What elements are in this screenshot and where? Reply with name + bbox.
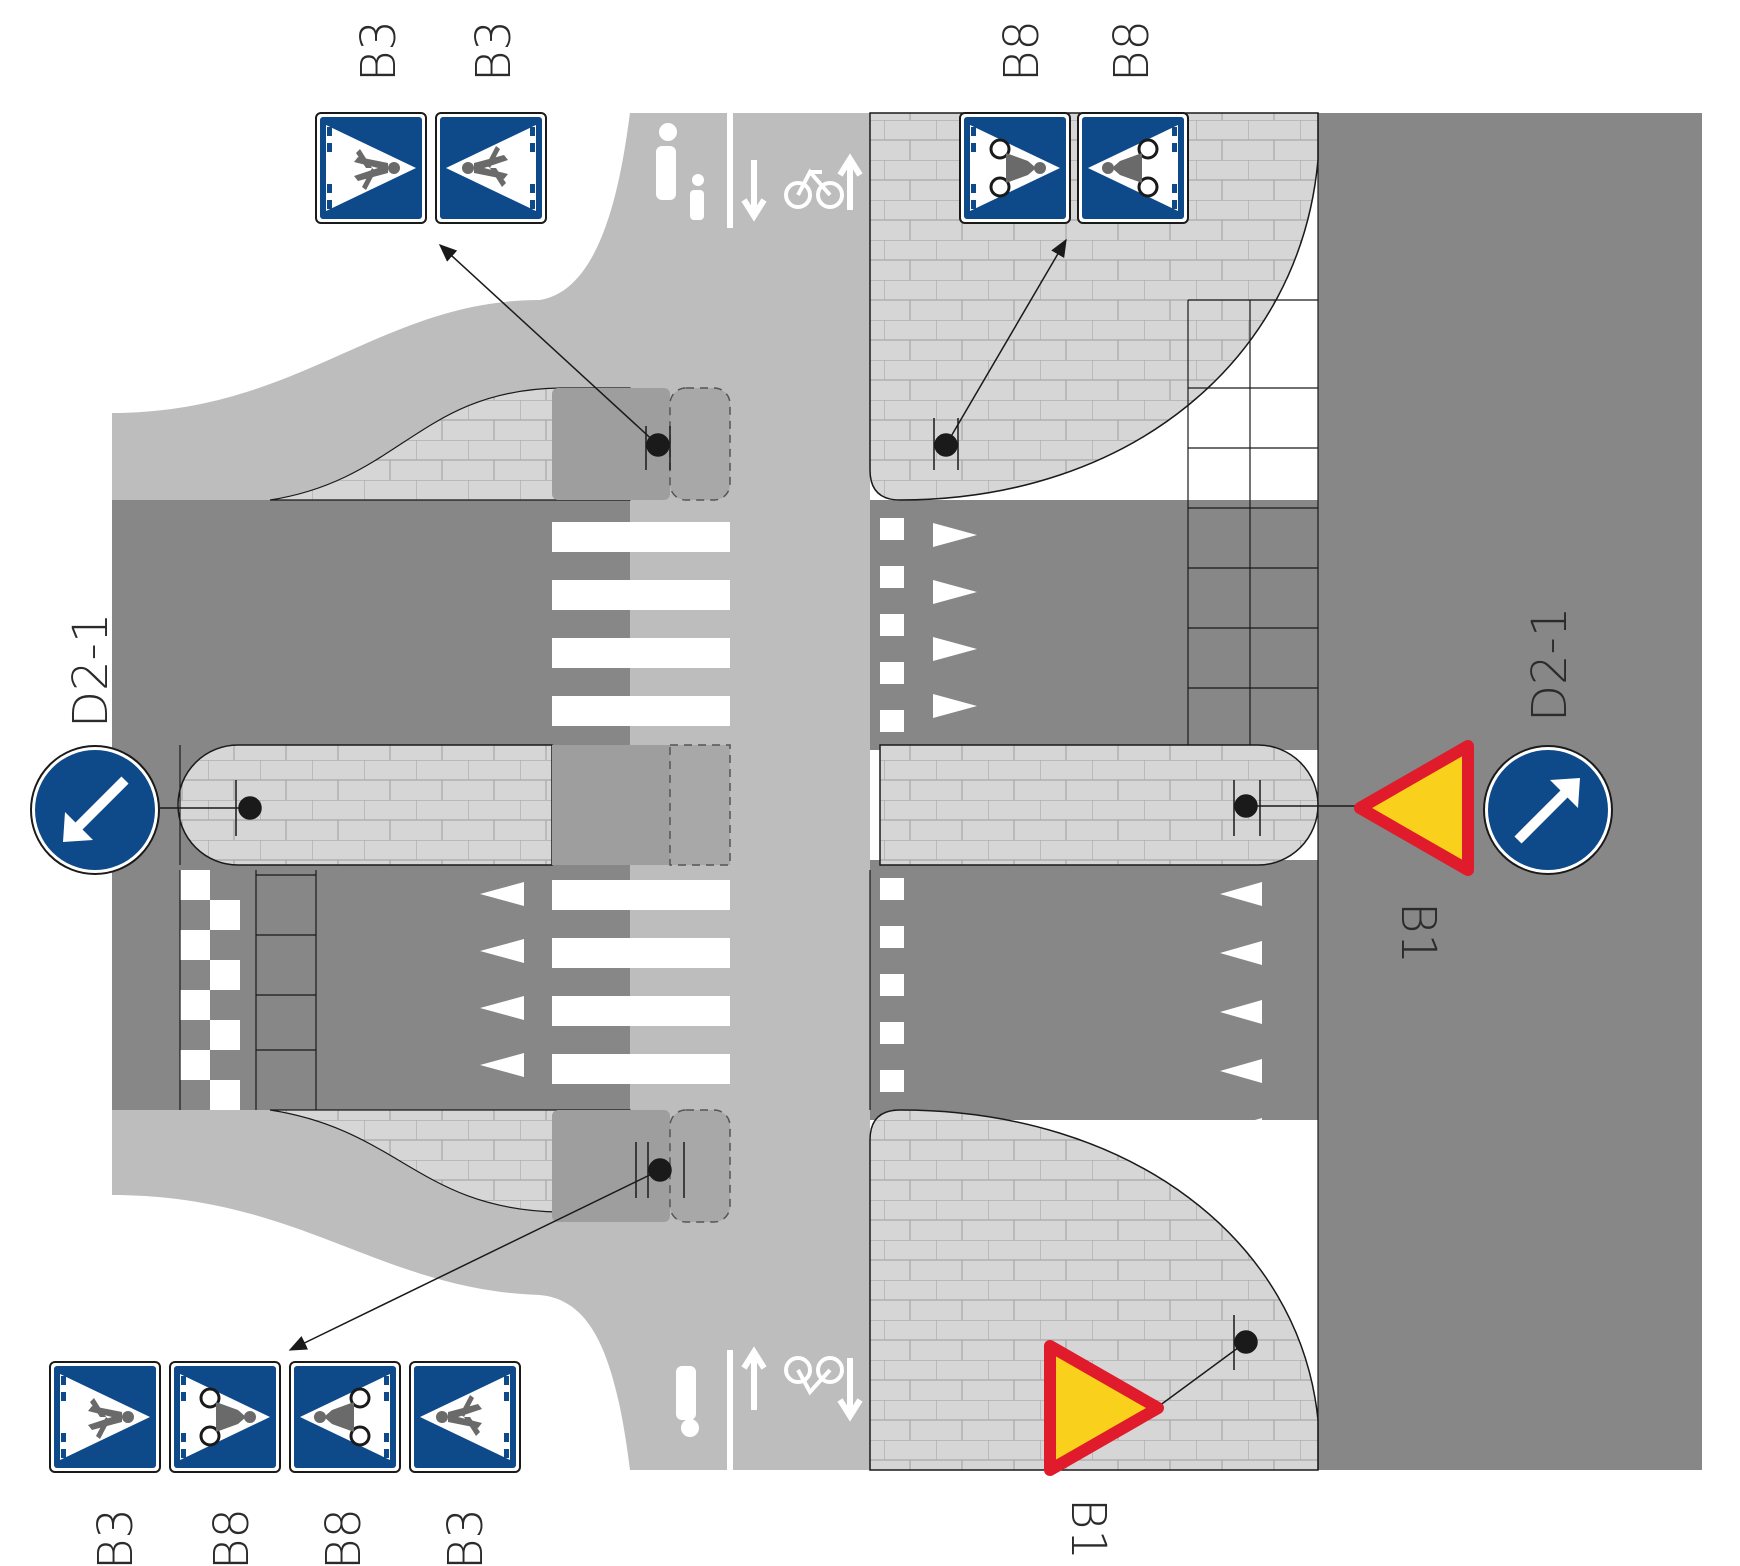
keep-right-arrow-icon bbox=[1484, 746, 1612, 874]
pedestrian-crossing-icon bbox=[315, 112, 427, 224]
label-b3-top-left-2: B3 bbox=[466, 20, 522, 82]
paved-areas bbox=[177, 112, 1319, 1471]
raised-crossing-blocks bbox=[552, 387, 731, 1223]
sign-b3-bottom-1 bbox=[49, 1361, 161, 1473]
bicycle-crossing-icon bbox=[958, 111, 1072, 225]
label-b8-top-right-2: B8 bbox=[1104, 20, 1160, 82]
sign-code-labels: B3 B3 B8 B8 D2-1 D2-1 B1 B1 B3 B8 B8 B3 bbox=[63, 20, 1578, 1566]
zebra-crossing-upper bbox=[552, 522, 730, 726]
label-b3-bottom-4: B3 bbox=[438, 1508, 494, 1566]
pedestrian-crossing-icon bbox=[435, 112, 547, 224]
label-b3-top-left-1: B3 bbox=[351, 20, 407, 82]
label-b8-bottom-3: B8 bbox=[316, 1508, 372, 1566]
label-d2-1-right: D2-1 bbox=[1522, 607, 1578, 722]
sign-b3-bottom-4 bbox=[409, 1361, 521, 1473]
sign-b8-bottom-2 bbox=[168, 1360, 282, 1474]
sign-b8-bottom-3 bbox=[288, 1360, 402, 1474]
sign-b8-top-right-1 bbox=[958, 111, 1072, 225]
keep-left-arrow-icon bbox=[31, 746, 159, 874]
sign-d2-1-right bbox=[1484, 746, 1612, 874]
lane-grid-lines bbox=[179, 113, 1319, 1470]
bicycle-crossing-icon bbox=[1076, 111, 1190, 225]
label-b8-top-right-1: B8 bbox=[994, 20, 1050, 82]
bicycle-crossing-icon bbox=[288, 1360, 402, 1474]
checkered-marking bbox=[180, 870, 240, 1110]
sign-posts bbox=[160, 238, 1362, 1421]
sign-b8-top-right-2 bbox=[1076, 111, 1190, 225]
label-d2-1-left: D2-1 bbox=[63, 613, 119, 728]
label-b1-bottom: B1 bbox=[1060, 1498, 1116, 1560]
label-b8-bottom-2: B8 bbox=[204, 1508, 260, 1566]
sign-b3-top-left-2 bbox=[435, 112, 547, 224]
label-b3-bottom-1: B3 bbox=[88, 1508, 144, 1566]
zebra-crossing-lower bbox=[552, 880, 730, 1084]
pedestrian-and-bicycle-path-icon bbox=[656, 123, 863, 1437]
label-b1-right: B1 bbox=[1390, 902, 1446, 964]
sign-b3-top-left-1 bbox=[315, 112, 427, 224]
yield-shark-teeth bbox=[480, 523, 1262, 1201]
sign-d2-1-left bbox=[31, 746, 159, 874]
bicycle-crossing-icon bbox=[168, 1360, 282, 1474]
cycle-crossing-squares bbox=[880, 518, 904, 1092]
pedestrian-crossing-icon bbox=[409, 1361, 521, 1473]
pedestrian-crossing-icon bbox=[49, 1361, 161, 1473]
